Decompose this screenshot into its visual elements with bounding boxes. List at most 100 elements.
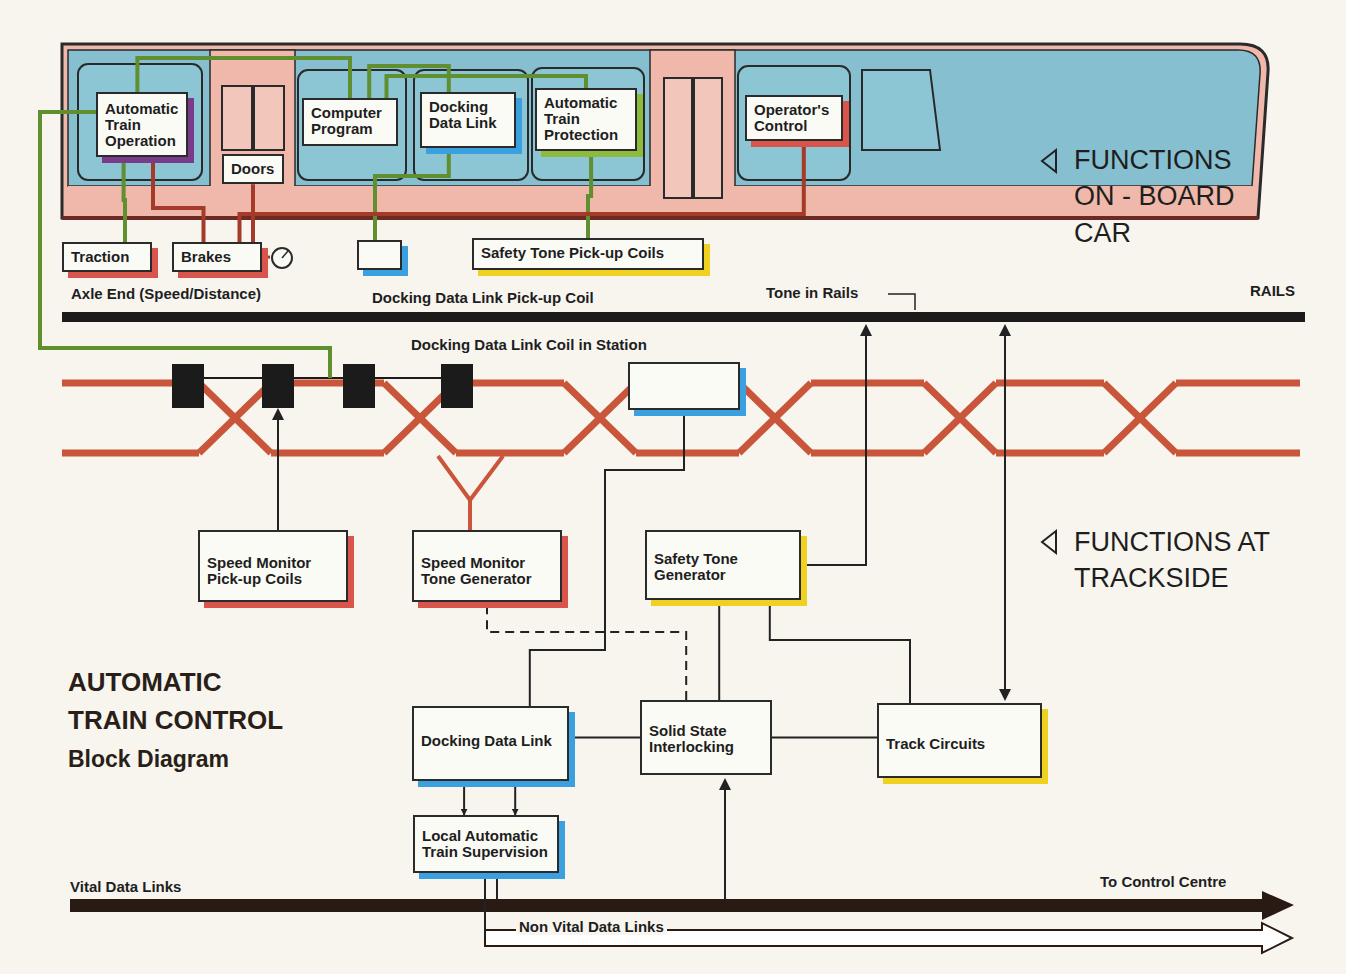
- window: [414, 70, 528, 180]
- track-wire: [1004, 332, 1006, 691]
- leader-line: [888, 294, 915, 310]
- coil-box: Docking Data Link Pick-up Coil: [357, 240, 402, 270]
- function-box: Computer Program: [302, 98, 398, 146]
- arrowhead: [719, 778, 731, 790]
- connector: [718, 600, 720, 700]
- loop-stroke: [456, 450, 564, 457]
- section-heading: FUNCTIONS AT TRACKSIDE: [1074, 524, 1314, 597]
- box-label: Local Automatic Train Supervision: [415, 817, 557, 865]
- signal-label: Tone in Rails: [766, 284, 858, 301]
- loop-stroke: [811, 450, 924, 457]
- coil-block: [441, 364, 473, 408]
- loop-stroke: [924, 383, 996, 453]
- box-label: Docking Data Link Coil in Station: [408, 337, 650, 353]
- coil-block: [343, 364, 375, 408]
- window: [738, 66, 850, 180]
- pickup-wire: [277, 414, 279, 530]
- box-label: Operator's Control: [747, 97, 841, 139]
- function-box: Brakes: [172, 242, 262, 272]
- function-box: Safety Tone Generator: [645, 530, 801, 600]
- diagram-title: AUTOMATIC TRAIN CONTROL: [68, 664, 298, 739]
- rail-label: RAILS: [1250, 282, 1295, 299]
- front-window: [862, 70, 940, 150]
- pointer-icon: [1042, 150, 1056, 172]
- speed-coils: [172, 364, 473, 408]
- diagram-subtitle: Block Diagram: [68, 746, 229, 773]
- connector: [487, 602, 686, 700]
- loop-stroke: [1104, 383, 1176, 453]
- loop-stroke: [1104, 383, 1176, 453]
- box-label: Computer Program: [304, 100, 396, 142]
- loop-stroke: [564, 383, 636, 453]
- doors-art: [222, 78, 722, 198]
- coil-wire: [175, 377, 460, 379]
- box-label: Brakes: [174, 244, 260, 270]
- pointer-icon: [1042, 531, 1056, 553]
- function-box: Docking Data Link: [412, 706, 569, 781]
- function-box: Operator's Control: [745, 95, 843, 141]
- circle-outline: [270, 246, 294, 270]
- connector: [772, 737, 877, 739]
- vital-bus: [70, 899, 1265, 912]
- loop-stroke: [996, 450, 1104, 457]
- function-box: Track Circuits: [877, 703, 1042, 778]
- function-box: Traction: [62, 242, 152, 272]
- coil-block: [262, 364, 294, 408]
- car-windows: [78, 64, 940, 180]
- section-heading: FUNCTIONS ON - BOARD CAR: [1074, 142, 1274, 251]
- box-label: Solid State Interlocking: [642, 702, 770, 760]
- loop-stroke: [811, 380, 924, 387]
- loop-stroke: [739, 383, 811, 453]
- function-box: Automatic Train Protection: [535, 88, 637, 151]
- door-leaf: [664, 78, 692, 198]
- loop-stroke: [739, 383, 811, 453]
- connector: [463, 781, 465, 815]
- box-label: Automatic Train Operation: [98, 94, 186, 155]
- connector: [588, 151, 591, 238]
- door-leaf: [222, 86, 252, 150]
- connector: [262, 256, 270, 259]
- function-box: Automatic Train Operation: [96, 92, 188, 157]
- window: [78, 64, 202, 180]
- loop-stroke: [1176, 380, 1300, 387]
- arrowhead: [272, 408, 284, 420]
- loop-stroke: [996, 380, 1104, 387]
- axle-circle: Axle End (Speed/Distance): [270, 246, 294, 270]
- loop-stroke: [271, 450, 384, 457]
- box-label: Traction: [64, 244, 150, 270]
- door-leaf: [694, 78, 722, 198]
- door-leaf: [254, 86, 284, 150]
- function-box: Docking Data Link: [420, 92, 516, 148]
- box-label: Doors: [224, 156, 282, 182]
- loop-stroke: [1176, 450, 1300, 457]
- bus-wire: [484, 873, 486, 938]
- function-box: Doors: [222, 154, 284, 184]
- loop-stroke: [636, 450, 739, 457]
- box-label: Safety Tone Pick-up Coils: [474, 240, 702, 266]
- loop-stroke: [924, 383, 996, 453]
- box-label: Track Circuits: [879, 705, 1040, 757]
- bus-label: Vital Data Links: [70, 878, 181, 895]
- connector: [240, 141, 804, 242]
- coil-block: [172, 364, 204, 408]
- box-label: Axle End (Speed/Distance): [68, 286, 264, 302]
- connector: [251, 184, 255, 242]
- loop-stroke: [199, 383, 271, 453]
- connector: [124, 157, 125, 242]
- bus-label: To Control Centre: [1100, 873, 1226, 890]
- box-label: Docking Data Link: [414, 708, 567, 754]
- box-label: Docking Data Link Pick-up Coil: [369, 290, 597, 306]
- loop-stroke: [564, 383, 636, 453]
- rails: [62, 312, 1305, 322]
- function-box: Speed Monitor Pick-up Coils: [198, 530, 348, 602]
- tone-wire: [802, 330, 866, 565]
- function-box: Safety Tone Pick-up Coils: [472, 238, 704, 270]
- arrowhead: [999, 324, 1011, 336]
- function-box: Speed Monitor Tone Generator: [412, 530, 562, 602]
- bus-wire: [724, 786, 726, 899]
- bus-wire: [496, 873, 498, 899]
- function-box: Local Automatic Train Supervision: [413, 815, 559, 873]
- box-label: Docking Data Link: [422, 94, 514, 136]
- loop-stroke: [62, 450, 199, 457]
